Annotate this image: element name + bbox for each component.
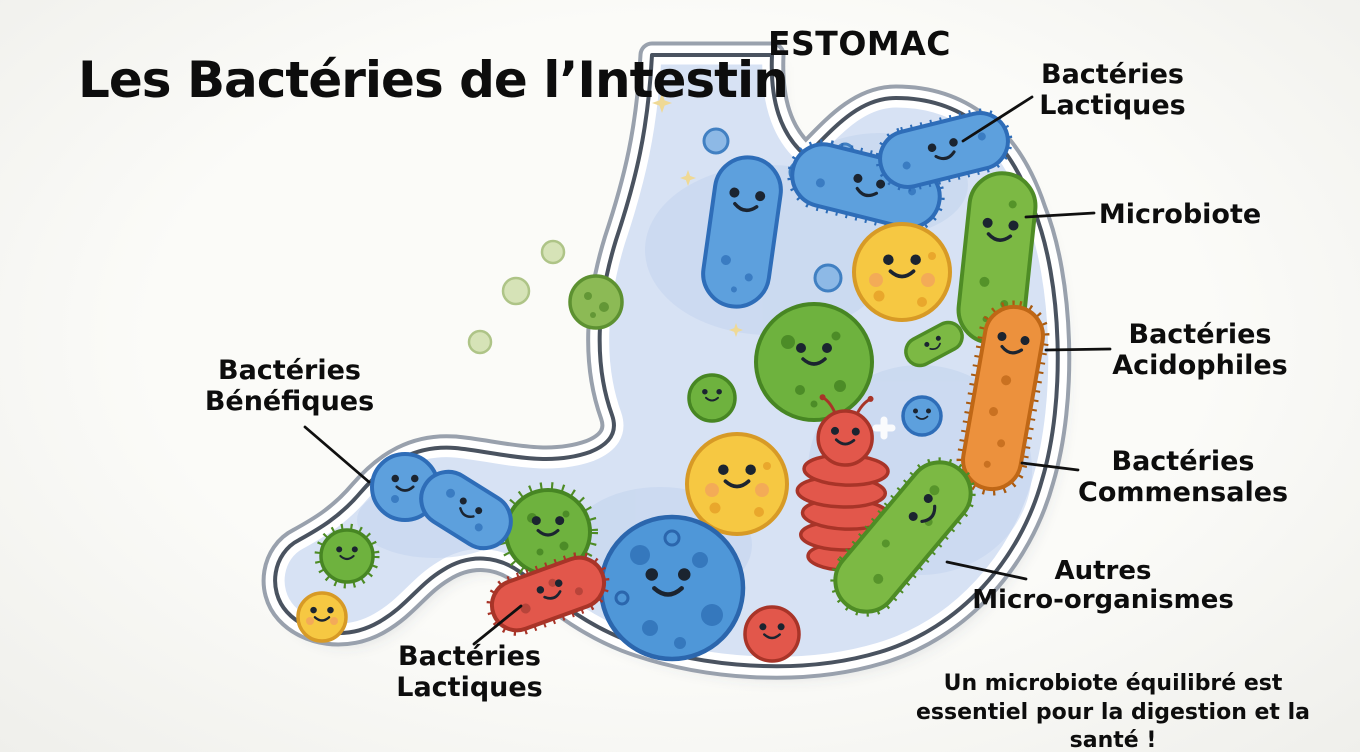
- footnote-text: Un microbiote équilibré est essentiel po…: [888, 670, 1338, 752]
- annotation-line: Bactéries: [218, 355, 361, 386]
- bacterium-green-coccus-large: [754, 302, 874, 422]
- floating-bubbles-green: [467, 239, 566, 355]
- bacterium-red-coccus-small: [743, 605, 801, 663]
- bacterium-green-rod-diagonal: [830, 457, 976, 617]
- annotation-line: Bactéries: [1128, 319, 1272, 350]
- annotation-line: Acidophiles: [1112, 349, 1288, 381]
- footnote-line1: Un microbiote équilibré est essentiel: [916, 671, 1283, 725]
- annotation-line: Micro-organismes: [972, 585, 1234, 616]
- annotation-line: Autres: [1054, 556, 1152, 586]
- page-title: Les Bactéries de l’Intestin: [78, 48, 789, 112]
- annotation-line: Bénéfiques: [204, 385, 375, 417]
- bacterium-green-spiky-small: [314, 523, 380, 589]
- annotation-line: Lactiques: [396, 671, 543, 703]
- bacterium-green-dotted: [568, 274, 624, 330]
- annotation-line: Bactéries: [1111, 446, 1255, 477]
- plus-sparkle-icon: [872, 416, 896, 440]
- bacterium-red-rod-lactic: [486, 552, 610, 636]
- annotation-line: Commensales: [1078, 476, 1289, 508]
- bacterium-yellow-coccus-mid: [685, 432, 789, 536]
- bacterium-blue-rod-vertical: [701, 155, 783, 309]
- page-title-line1: Les Bactéries: [78, 51, 444, 109]
- annotation-bacteries-lactiques-top: Bactéries Lactiques: [1015, 59, 1210, 121]
- annotation-line: Microbiote: [1098, 199, 1262, 230]
- bacterium-yellow-coccus-top: [852, 222, 952, 322]
- bacterium-blue-spotted-sphere: [598, 514, 746, 662]
- annotation-autres-micro-organismes: Autres Micro-organismes: [958, 556, 1248, 616]
- annotation-bacteries-acidophiles: Bactéries Acidophiles: [1100, 319, 1300, 381]
- bacterium-orange-ciliated: [956, 300, 1050, 496]
- annotation-line: Lactiques: [1039, 89, 1186, 121]
- bacterium-blue-coccus-small: [901, 395, 943, 437]
- annotation-line: Bactéries: [1041, 59, 1184, 90]
- bacterium-yellow-coccus-tiny: [296, 591, 348, 643]
- footnote-line2: pour la digestion et la santé !: [1035, 699, 1310, 752]
- bacterium-green-rod-small: [904, 320, 964, 368]
- annotation-microbiote: Microbiote: [1085, 199, 1275, 231]
- annotation-line: Bactéries: [398, 641, 541, 672]
- annotation-lines: [303, 95, 1112, 646]
- annotation-bacteries-benefiques: Bactéries Bénéfiques: [192, 355, 387, 417]
- organ-label-estomac: ESTOMAC: [768, 24, 951, 63]
- annotation-bacteries-lactiques-bottom: Bactéries Lactiques: [372, 641, 567, 703]
- bacterium-blue-blob-pair: [370, 452, 513, 551]
- bacterium-green-coccus-small: [687, 373, 737, 423]
- annotation-bacteries-commensales: Bactéries Commensales: [1078, 446, 1289, 508]
- page-title-line2: de l’Intestin: [459, 51, 789, 109]
